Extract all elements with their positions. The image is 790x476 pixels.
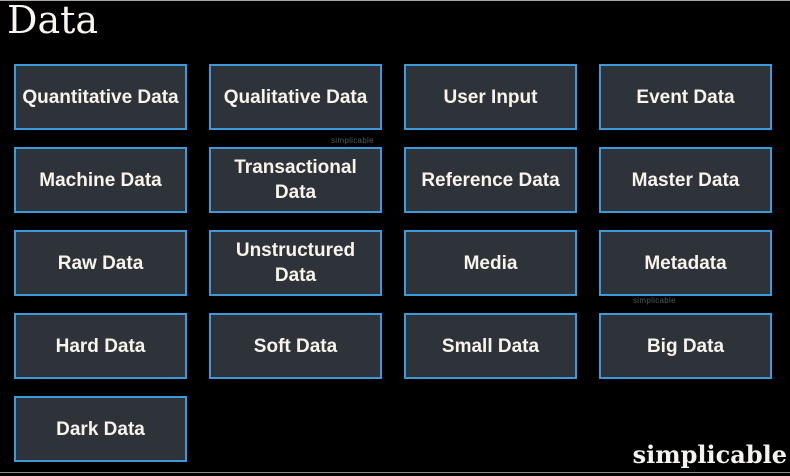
data-type-label: Raw Data xyxy=(57,252,144,274)
data-type-box: Master Data xyxy=(599,147,772,213)
top-hairline xyxy=(0,0,790,1)
data-type-label: Unstructured Data xyxy=(235,240,356,286)
data-type-label: Small Data xyxy=(441,335,540,357)
data-type-box: Qualitative Data xyxy=(209,64,382,130)
data-type-box: Dark Data xyxy=(14,396,187,462)
data-type-box: Media xyxy=(404,230,577,296)
data-type-label: Dark Data xyxy=(56,418,145,440)
data-type-box: Soft Data xyxy=(209,313,382,379)
data-type-box: Metadata xyxy=(599,230,772,296)
data-type-label: Quantitative Data xyxy=(22,86,179,108)
data-type-label: Soft Data xyxy=(253,335,338,357)
data-type-box: Unstructured Data xyxy=(209,230,382,296)
data-type-box: User Input xyxy=(404,64,577,130)
data-type-box: Small Data xyxy=(404,313,577,379)
data-type-grid: Quantitative Data Qualitative Data User In… xyxy=(14,64,772,462)
data-type-box: Big Data xyxy=(599,313,772,379)
page-title: Data xyxy=(7,0,99,42)
bottom-hairline xyxy=(0,472,790,473)
data-type-box: Hard Data xyxy=(14,313,187,379)
data-type-label: Machine Data xyxy=(39,169,162,191)
brand-logo-text: simplicable xyxy=(632,440,787,469)
data-type-label: Master Data xyxy=(631,169,740,191)
data-type-label: Media xyxy=(463,252,518,274)
data-type-label: Reference Data xyxy=(421,169,560,191)
data-type-label: Metadata xyxy=(644,252,727,274)
watermark-text: simplicable xyxy=(331,136,374,145)
data-type-label: Big Data xyxy=(646,335,725,357)
data-type-label: User Input xyxy=(443,86,538,108)
data-type-box: Raw Data xyxy=(14,230,187,296)
data-type-label: Hard Data xyxy=(55,335,146,357)
data-type-label: Qualitative Data xyxy=(223,86,368,108)
data-type-box: Transactional Data xyxy=(209,147,382,213)
watermark-text: simplicable xyxy=(633,296,676,305)
data-type-label: Transactional Data xyxy=(234,157,357,203)
data-type-box: Quantitative Data xyxy=(14,64,187,130)
data-type-box: Reference Data xyxy=(404,147,577,213)
data-type-box: Machine Data xyxy=(14,147,187,213)
data-type-label: Event Data xyxy=(636,86,735,108)
data-type-box: Event Data xyxy=(599,64,772,130)
